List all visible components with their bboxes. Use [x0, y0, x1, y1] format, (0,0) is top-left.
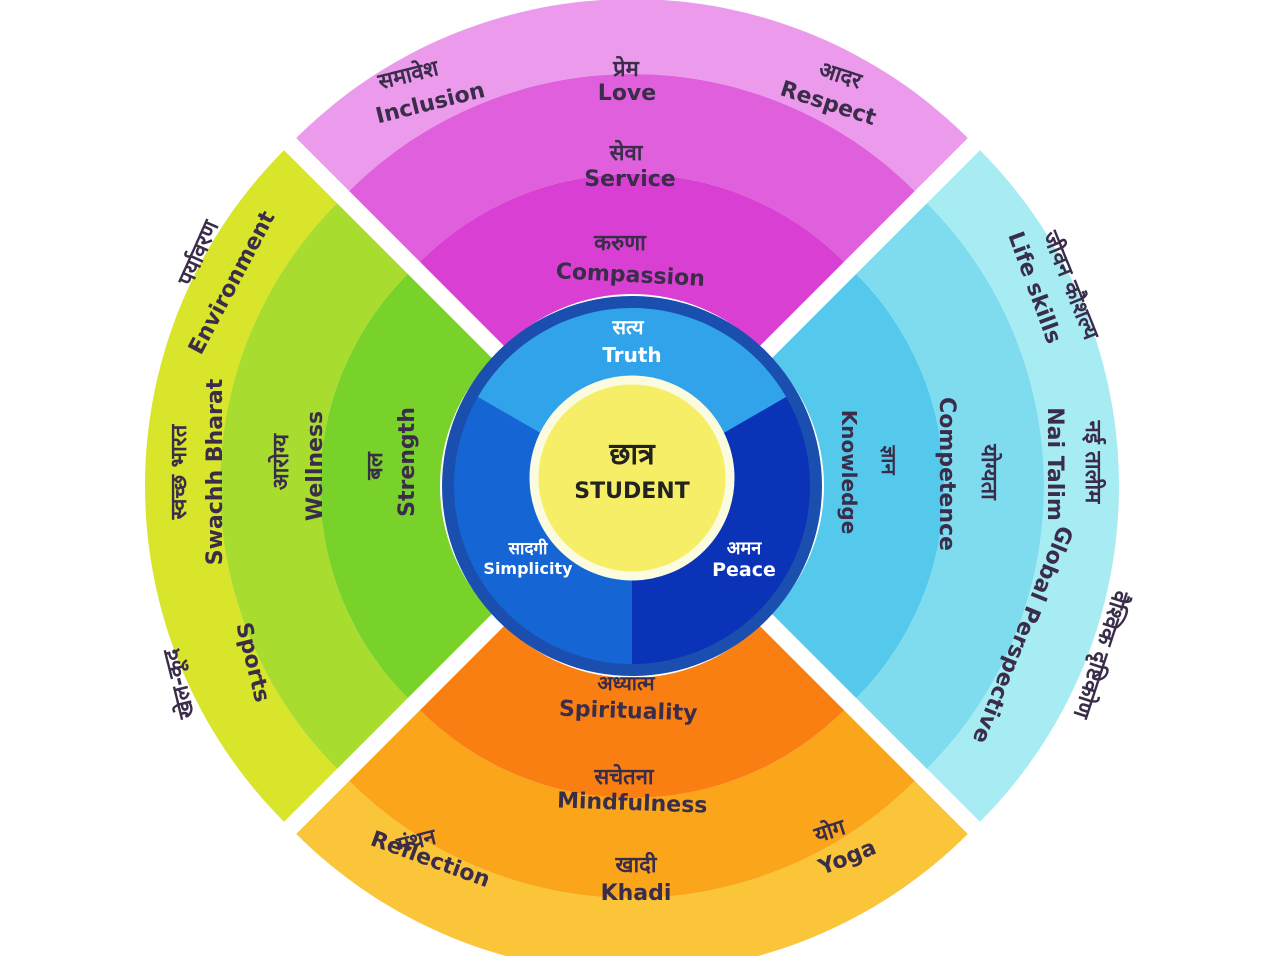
quadrant-left — [145, 150, 493, 822]
top-outer-band — [296, 0, 968, 192]
bottom-inner-band — [419, 625, 845, 798]
bottom-outer-2-english: Khadi — [601, 881, 672, 906]
bottom-outer-2-hindi: खादी — [614, 851, 657, 878]
top-middle-hindi: सेवा — [609, 139, 644, 166]
truth-hindi: सत्य — [612, 315, 645, 339]
bottom-middle-band — [349, 710, 915, 898]
left-middle-english: Wellness — [303, 411, 328, 521]
bottom-outer-band — [296, 780, 968, 956]
center-english: STUDENT — [574, 479, 689, 504]
right-outer-2-hindi: नई तालीम — [1080, 420, 1107, 505]
left-inner-english: Strength — [395, 407, 420, 517]
top-inner-hindi: करुणा — [593, 231, 647, 256]
center-hindi: छात्र — [608, 437, 656, 472]
left-outer-2-hindi: स्वच्छ भारत — [167, 423, 192, 520]
right-middle-band — [856, 203, 1044, 769]
quadrant-top — [296, 0, 968, 347]
left-inner-hindi: बल — [363, 451, 388, 481]
simplicity-english: Simplicity — [483, 559, 573, 578]
bottom-middle-english: Mindfulness — [557, 788, 708, 818]
right-inner-hindi: ज्ञान — [877, 444, 901, 475]
left-outer-band — [145, 150, 338, 822]
left-middle-band — [220, 203, 408, 769]
bottom-inner-english: Spirituality — [559, 697, 698, 727]
left-outer-2-english: Swachh Bharat — [203, 378, 228, 565]
right-inner-band — [771, 273, 945, 699]
simplicity-hindi: सादगी — [508, 538, 548, 559]
right-outer-2-english: Nai Talim — [1042, 407, 1067, 520]
right-middle-hindi: योग्यता — [976, 443, 1003, 501]
truth-english: Truth — [602, 343, 661, 367]
left-middle-hindi: आरोग्य — [267, 433, 294, 490]
peace-hindi: अमन — [727, 538, 763, 559]
right-inner-english: Knowledge — [837, 410, 861, 535]
top-outer-2-english: Love — [598, 81, 656, 106]
top-outer-2-hindi: प्रेम — [612, 55, 640, 82]
left-inner-band — [320, 273, 493, 699]
bottom-middle-hindi: सचेतना — [593, 763, 655, 790]
bottom-inner-hindi: अध्यात्म — [597, 671, 655, 695]
top-middle-band — [349, 74, 915, 262]
right-middle-english: Competence — [934, 397, 959, 551]
top-middle-english: Service — [584, 167, 675, 192]
quadrant-bottom — [296, 625, 968, 956]
top-inner-band — [419, 174, 845, 347]
right-outer-band — [926, 150, 1119, 822]
center-circle — [529, 375, 735, 581]
quadrant-right — [771, 150, 1119, 822]
peace-english: Peace — [712, 559, 776, 581]
